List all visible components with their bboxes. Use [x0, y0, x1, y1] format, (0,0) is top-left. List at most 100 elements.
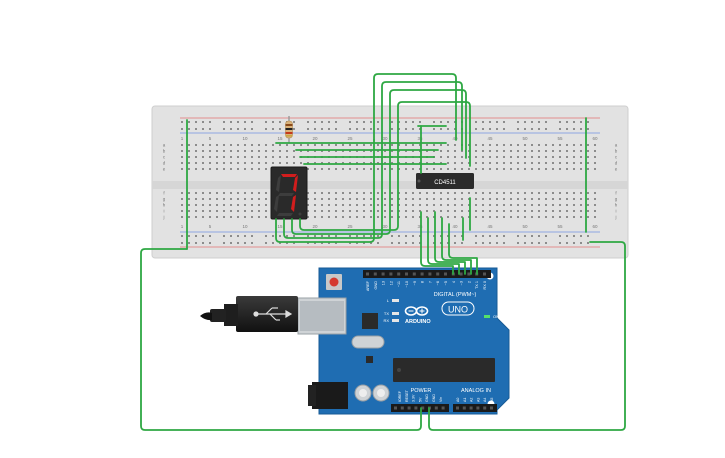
header-pin[interactable] [490, 406, 493, 410]
breadboard-hole[interactable] [258, 210, 260, 212]
rail-hole[interactable] [223, 242, 225, 244]
breadboard-hole[interactable] [216, 216, 218, 218]
breadboard-hole[interactable] [251, 210, 253, 212]
breadboard-hole[interactable] [433, 204, 435, 206]
rail-hole[interactable] [587, 128, 589, 130]
breadboard-hole[interactable] [335, 168, 337, 170]
breadboard-hole[interactable] [517, 168, 519, 170]
jumper-wire[interactable] [381, 81, 463, 151]
rail-hole[interactable] [503, 235, 505, 237]
breadboard-hole[interactable] [510, 150, 512, 152]
rail-hole[interactable] [496, 121, 498, 123]
breadboard-hole[interactable] [335, 216, 337, 218]
breadboard-hole[interactable] [566, 156, 568, 158]
breadboard-hole[interactable] [489, 156, 491, 158]
breadboard-hole[interactable] [244, 192, 246, 194]
breadboard-hole[interactable] [195, 162, 197, 164]
breadboard-hole[interactable] [181, 204, 183, 206]
breadboard-hole[interactable] [510, 162, 512, 164]
rail-hole[interactable] [349, 242, 351, 244]
rail-hole[interactable] [398, 235, 400, 237]
breadboard-hole[interactable] [202, 192, 204, 194]
breadboard-hole[interactable] [580, 156, 582, 158]
breadboard-hole[interactable] [384, 150, 386, 152]
rail-hole[interactable] [321, 128, 323, 130]
breadboard-hole[interactable] [475, 204, 477, 206]
rail-hole[interactable] [587, 121, 589, 123]
rail-hole[interactable] [335, 242, 337, 244]
breadboard-hole[interactable] [461, 162, 463, 164]
rail-hole[interactable] [265, 242, 267, 244]
breadboard-hole[interactable] [356, 210, 358, 212]
rail-hole[interactable] [307, 128, 309, 130]
header-pin[interactable] [456, 406, 459, 410]
rail-hole[interactable] [391, 242, 393, 244]
breadboard-hole[interactable] [419, 150, 421, 152]
breadboard-hole[interactable] [265, 150, 267, 152]
rail-hole[interactable] [566, 121, 568, 123]
breadboard-hole[interactable] [216, 204, 218, 206]
breadboard-hole[interactable] [419, 168, 421, 170]
breadboard-hole[interactable] [258, 156, 260, 158]
breadboard-hole[interactable] [307, 216, 309, 218]
breadboard-hole[interactable] [552, 192, 554, 194]
rail-hole[interactable] [251, 128, 253, 130]
breadboard-hole[interactable] [195, 156, 197, 158]
breadboard-hole[interactable] [335, 192, 337, 194]
breadboard-hole[interactable] [391, 150, 393, 152]
rail-hole[interactable] [433, 242, 435, 244]
breadboard-hole[interactable] [454, 198, 456, 200]
breadboard-hole[interactable] [314, 198, 316, 200]
jumper-wire[interactable] [397, 101, 471, 167]
digital-header[interactable] [363, 270, 491, 278]
rail-hole[interactable] [391, 121, 393, 123]
breadboard-hole[interactable] [468, 168, 470, 170]
rail-hole[interactable] [356, 121, 358, 123]
breadboard-hole[interactable] [538, 216, 540, 218]
breadboard-hole[interactable] [181, 210, 183, 212]
breadboard-hole[interactable] [482, 168, 484, 170]
breadboard-hole[interactable] [258, 204, 260, 206]
breadboard-hole[interactable] [475, 156, 477, 158]
breadboard-hole[interactable] [321, 144, 323, 146]
rail-hole[interactable] [223, 235, 225, 237]
rail-hole[interactable] [440, 235, 442, 237]
breadboard-hole[interactable] [307, 192, 309, 194]
breadboard-hole[interactable] [300, 144, 302, 146]
rail-hole[interactable] [566, 128, 568, 130]
breadboard-hole[interactable] [580, 210, 582, 212]
breadboard-hole[interactable] [293, 150, 295, 152]
breadboard-hole[interactable] [412, 150, 414, 152]
breadboard-hole[interactable] [594, 210, 596, 212]
rail-hole[interactable] [265, 121, 267, 123]
breadboard-hole[interactable] [531, 204, 533, 206]
breadboard-hole[interactable] [580, 216, 582, 218]
breadboard-hole[interactable] [552, 156, 554, 158]
breadboard-hole[interactable] [384, 204, 386, 206]
breadboard-hole[interactable] [426, 144, 428, 146]
rail-hole[interactable] [524, 128, 526, 130]
header-pin[interactable] [459, 272, 463, 276]
breadboard-hole[interactable] [237, 216, 239, 218]
rail-hole[interactable] [279, 235, 281, 237]
breadboard-hole[interactable] [293, 162, 295, 164]
breadboard-hole[interactable] [580, 150, 582, 152]
breadboard-hole[interactable] [188, 216, 190, 218]
rail-hole[interactable] [517, 235, 519, 237]
breadboard-hole[interactable] [524, 216, 526, 218]
breadboard-hole[interactable] [433, 144, 435, 146]
breadboard-hole[interactable] [342, 204, 344, 206]
rail-hole[interactable] [524, 242, 526, 244]
rail-hole[interactable] [293, 242, 295, 244]
breadboard-hole[interactable] [363, 168, 365, 170]
breadboard-hole[interactable] [265, 216, 267, 218]
breadboard-hole[interactable] [265, 192, 267, 194]
breadboard-hole[interactable] [419, 144, 421, 146]
breadboard-hole[interactable] [181, 150, 183, 152]
breadboard-hole[interactable] [286, 150, 288, 152]
breadboard-hole[interactable] [223, 150, 225, 152]
breadboard-hole[interactable] [349, 204, 351, 206]
rail-hole[interactable] [503, 121, 505, 123]
breadboard-hole[interactable] [230, 156, 232, 158]
breadboard-hole[interactable] [223, 156, 225, 158]
